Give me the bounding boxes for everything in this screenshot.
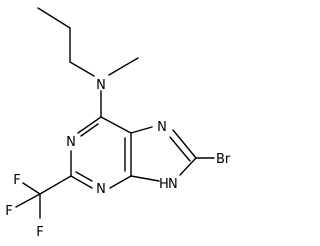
- bond-n-methyl: [108, 57, 139, 76]
- bond-cf3-f-top: [22, 182, 41, 195]
- atom-n-nh-h: H: [159, 177, 169, 192]
- bond-c2-n3: [70, 175, 93, 189]
- bond-c5-c6: [100, 116, 132, 134]
- atom-n-nh-n: N: [168, 177, 178, 192]
- molecule-structure: N N N Br N H N F F F: [5, 7, 231, 240]
- bond-c2-n3-double: [75, 171, 93, 182]
- bond-c6-n1: [77, 116, 102, 134]
- bond-c5-n7: [130, 126, 153, 134]
- atom-n-ring-upper: N: [66, 135, 76, 150]
- bond-c6-n1-double: [80, 123, 99, 137]
- bond-n7-c8-double: [169, 136, 191, 162]
- bond-propyl-c1-c2: [37, 7, 71, 29]
- atom-n-amine: N: [96, 78, 106, 93]
- bond-n9-c4: [130, 175, 160, 182]
- atom-fluorine-left: F: [5, 204, 12, 219]
- bond-c8-n9: [179, 157, 197, 176]
- bond-propyl-c3-n: [69, 61, 95, 77]
- bond-n3-c4: [109, 175, 132, 189]
- atom-fluorine-top: F: [13, 173, 20, 188]
- bond-cf3-f-left: [15, 193, 41, 208]
- atom-fluorine-bottom: F: [36, 225, 43, 240]
- atom-n-imidazole: N: [157, 120, 167, 135]
- bond-n7-c8: [172, 129, 197, 159]
- atom-n-ring-lower: N: [96, 182, 106, 197]
- bond-c2-cf3: [39, 175, 72, 195]
- atom-bromine: Br: [216, 152, 231, 167]
